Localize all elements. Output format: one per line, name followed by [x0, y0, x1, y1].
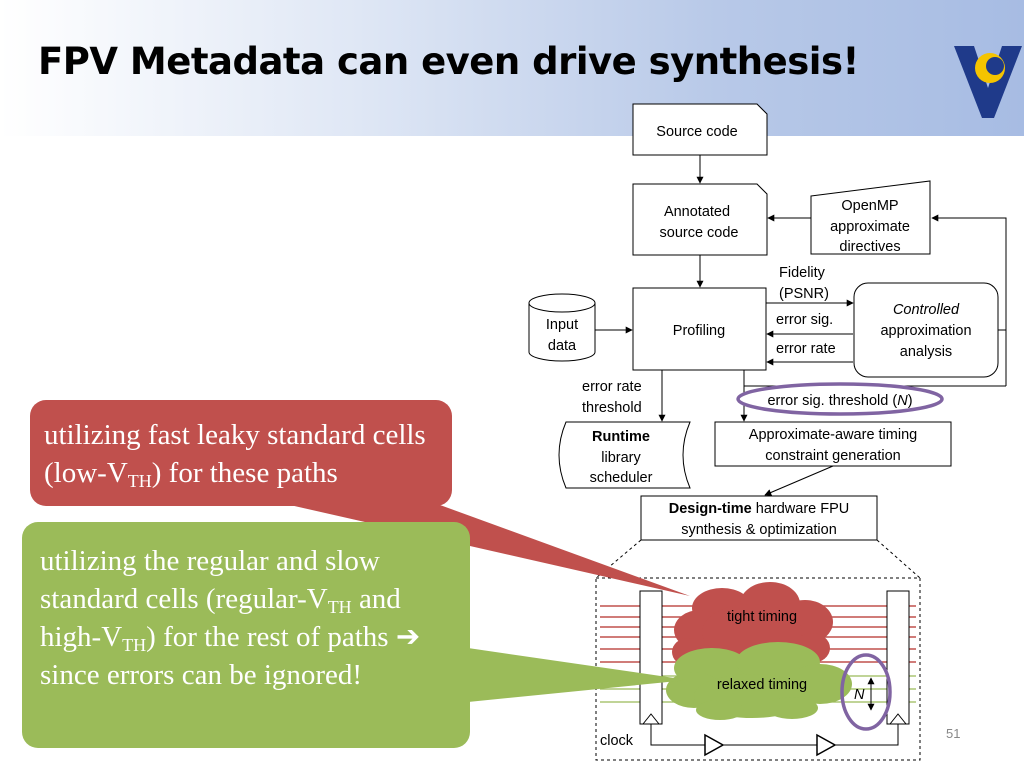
- title-bar: [0, 0, 1024, 136]
- error-rate-threshold-line1: error rate: [582, 379, 642, 395]
- n-label: N: [854, 687, 865, 703]
- slide-title: FPV Metadata can even drive synthesis!: [38, 40, 859, 83]
- openmp-directives-node: OpenMP approximate directives: [810, 180, 931, 255]
- openmp-line2: approximate: [830, 219, 910, 235]
- profiling-label: Profiling: [673, 323, 725, 339]
- relaxed-timing-label: relaxed timing: [717, 677, 807, 693]
- green-callout-pointer: [468, 648, 688, 702]
- profiling-node: Profiling: [632, 287, 767, 371]
- design-line1: Design-time hardware FPU: [669, 501, 850, 517]
- input-data-line2: data: [548, 338, 577, 354]
- fidelity-label-line1: Fidelity: [779, 265, 826, 281]
- left-flip-flop: [639, 590, 663, 725]
- error-rate-threshold-line2: threshold: [582, 400, 642, 416]
- design-time-node: Design-time hardware FPU synthesis & opt…: [640, 495, 878, 541]
- clock-buffer-1: [704, 733, 725, 757]
- error-sig-threshold-highlight: [736, 382, 944, 416]
- error-sig-label: error sig.: [776, 312, 833, 328]
- annotated-label-line1: Annotated: [664, 204, 730, 220]
- error-sig-threshold-label: error sig. threshold (N): [767, 393, 912, 409]
- circuit-detail-box: tight timing relaxed timing N clock: [595, 577, 921, 761]
- timing-constraint-node: Approximate-aware timing constraint gene…: [714, 421, 952, 467]
- source-code-label: Source code: [656, 124, 737, 140]
- runtime-line2: library: [601, 450, 641, 466]
- clock-line: [650, 724, 899, 746]
- controlled-line3: analysis: [900, 344, 952, 360]
- timing-line1: Approximate-aware timing: [749, 427, 917, 443]
- openmp-line1: OpenMP: [841, 198, 898, 214]
- clock-buffer-2: [816, 733, 837, 757]
- annotated-source-node: Annotated source code: [632, 183, 768, 256]
- relaxed-timing-cloud: relaxed timing: [666, 642, 852, 720]
- controlled-label: Controlled: [893, 302, 960, 318]
- runtime-scheduler-node: Runtime library scheduler: [558, 421, 691, 489]
- runtime-line3: scheduler: [590, 470, 653, 486]
- runtime-label-bold: Runtime: [592, 429, 650, 445]
- source-code-node: Source code: [632, 103, 768, 156]
- annotated-label-line2: source code: [660, 225, 739, 241]
- slide-number: 51: [946, 726, 961, 741]
- timing-line2: constraint generation: [765, 448, 900, 464]
- arrow-icon: ➔: [395, 621, 421, 653]
- green-callout: utilizing the regular and slow standard …: [22, 522, 470, 748]
- design-line2: synthesis & optimization: [681, 522, 837, 538]
- error-rate-label: error rate: [776, 341, 836, 357]
- n-highlight: [840, 653, 892, 731]
- clock-label: clock: [600, 733, 634, 749]
- input-data-line1: Input: [546, 317, 578, 333]
- university-logo-icon: [954, 46, 1022, 118]
- input-data-node: Input data: [528, 293, 596, 362]
- controlled-analysis-node: Controlled approximation analysis: [853, 282, 999, 378]
- controlled-line2: approximation: [880, 323, 971, 339]
- openmp-line3: directives: [839, 239, 900, 255]
- red-callout: utilizing fast leaky standard cells (low…: [30, 400, 452, 506]
- fidelity-label-line2: (PSNR): [779, 286, 829, 302]
- arrow-timing-to-design: [764, 465, 834, 496]
- tight-timing-label: tight timing: [727, 609, 797, 625]
